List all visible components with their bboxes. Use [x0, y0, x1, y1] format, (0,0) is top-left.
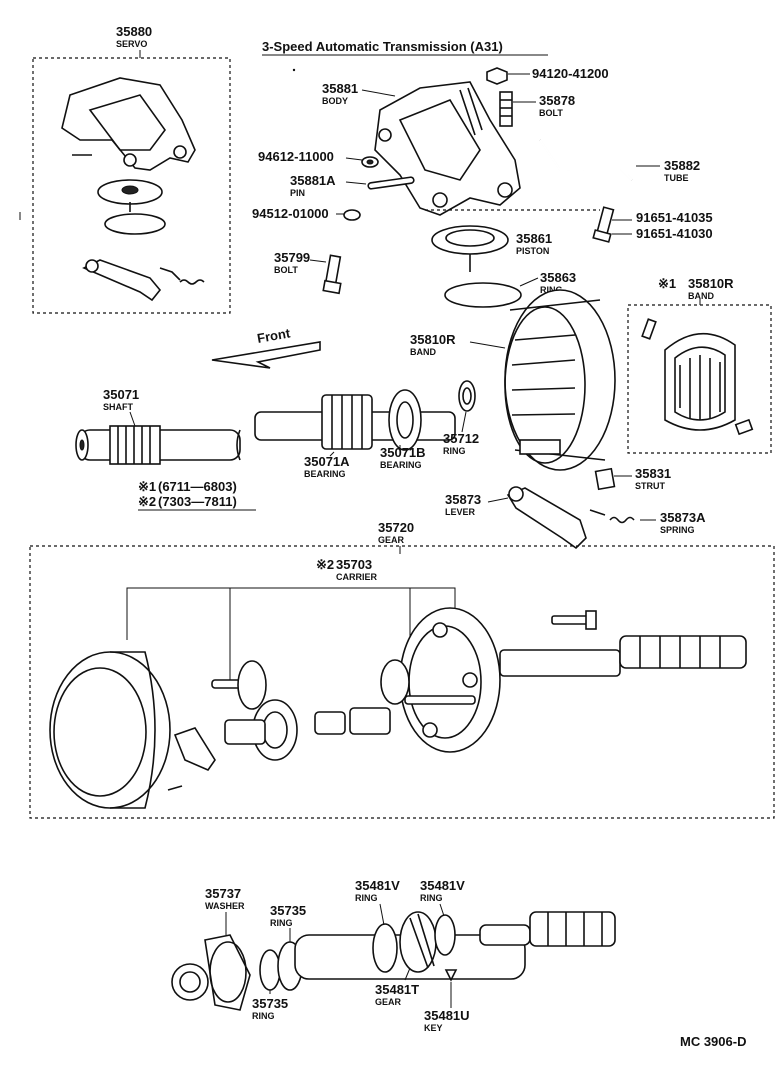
callout-spring-name: SPRING: [660, 525, 695, 535]
callout-gear-35481t-number: 35481T: [375, 982, 419, 997]
callout-carrier-mark: ※2: [316, 557, 334, 572]
callout-tube-number: 35882: [664, 158, 700, 173]
callout-pin-name: PIN: [290, 188, 305, 198]
callout-bolt-91651a-number: 91651-41035: [636, 210, 713, 225]
callout-ring-35481v-right-name: RING: [420, 893, 443, 903]
callout-key-35481u-number: 35481U: [424, 1008, 470, 1023]
callout-shaft-name: SHAFT: [103, 402, 133, 412]
callout-nut-number: 94120-41200: [532, 66, 609, 81]
band-drawing: [504, 289, 616, 471]
callout-ring-35481v-right-number: 35481V: [420, 878, 465, 893]
callout-washer-94612-number: 94612-11000: [258, 149, 334, 164]
callout-band-alt-number: 35810R: [688, 276, 734, 291]
callout-ring-35735-top-name: RING: [270, 918, 293, 928]
note-2-text: (7303—7811): [158, 494, 237, 509]
callout-bearing-b-name: BEARING: [380, 460, 422, 470]
callout-piston-name: PISTON: [516, 246, 549, 256]
callout-ring-35712-number: 35712: [443, 431, 479, 446]
callout-bolt-91651b-number: 91651-41030: [636, 226, 713, 241]
callout-gear-number: 35720: [378, 520, 414, 535]
callout-body-name: BODY: [322, 96, 348, 106]
callout-strut-number: 35831: [635, 466, 671, 481]
callout-ring-35863-name: RING: [540, 285, 563, 295]
callout-ring-35735-bottom-number: 35735: [252, 996, 288, 1011]
callout-washer-35737-name: WASHER: [205, 901, 245, 911]
gear-assembly-box: [29, 545, 775, 819]
callout-ring-35735-top-number: 35735: [270, 903, 306, 918]
callout-body-number: 35881: [322, 81, 358, 96]
diagram-code: MC 3906-D: [680, 1034, 746, 1049]
front-arrow: Front: [211, 325, 321, 369]
gear-assembly-drawing: [49, 607, 747, 809]
callout-pin-number: 35881A: [290, 173, 336, 188]
servo-assembly-box: [32, 50, 231, 314]
callout-servo-name: SERVO: [116, 39, 147, 49]
note-1-mark: ※1: [138, 479, 156, 494]
callout-bolt-35878-name: BOLT: [539, 108, 563, 118]
callout-carrier-number: 35703: [336, 557, 372, 572]
callout-piston-number: 35861: [516, 231, 552, 246]
callout-lever-name: LEVER: [445, 507, 476, 517]
callout-strut-name: STRUT: [635, 481, 665, 491]
callout-band-alt-name: BAND: [688, 291, 714, 301]
callout-nut-94512-number: 94512-01000: [252, 206, 329, 221]
callout-key-35481u-name: KEY: [424, 1023, 443, 1033]
callout-shaft-number: 35071: [103, 387, 139, 402]
lever-strut-drawing: [506, 467, 635, 550]
front-arrow-label: Front: [256, 325, 292, 346]
callout-washer-35737-number: 35737: [205, 886, 241, 901]
servo-body-drawing: [322, 67, 633, 308]
callout-ring-35712-name: RING: [443, 446, 466, 456]
callout-bolt-35799-name: BOLT: [274, 265, 298, 275]
callout-spring-number: 35873A: [660, 510, 706, 525]
callout-bearing-b-number: 35071B: [380, 445, 426, 460]
callout-ring-35863-number: 35863: [540, 270, 576, 285]
callout-bearing-a-number: 35071A: [304, 454, 350, 469]
note-2-mark: ※2: [138, 494, 156, 509]
callout-bolt-35799-number: 35799: [274, 250, 310, 265]
callout-servo-number: 35880: [116, 24, 152, 39]
callout-carrier-name: CARRIER: [336, 572, 378, 582]
shaft-drawing: [75, 380, 476, 465]
callout-ring-35481v-left-name: RING: [355, 893, 378, 903]
callout-gear-35481t-name: GEAR: [375, 997, 402, 1007]
callout-band-number: 35810R: [410, 332, 456, 347]
callout-ring-35735-bottom-name: RING: [252, 1011, 275, 1021]
callout-bolt-35878-number: 35878: [539, 93, 575, 108]
callout-band-alt-mark: ※1: [658, 276, 676, 291]
callout-tube-name: TUBE: [664, 173, 689, 183]
governor-drawing: [171, 911, 616, 1011]
callout-bearing-a-name: BEARING: [304, 469, 346, 479]
callout-lever-number: 35873: [445, 492, 481, 507]
callout-band-name: BAND: [410, 347, 436, 357]
note-1-text: (6711—6803): [158, 479, 237, 494]
diagram-title: 3-Speed Automatic Transmission (A31): [262, 39, 503, 54]
alt-band-box: [627, 298, 772, 454]
callout-gear-name: GEAR: [378, 535, 405, 545]
callout-ring-35481v-left-number: 35481V: [355, 878, 400, 893]
